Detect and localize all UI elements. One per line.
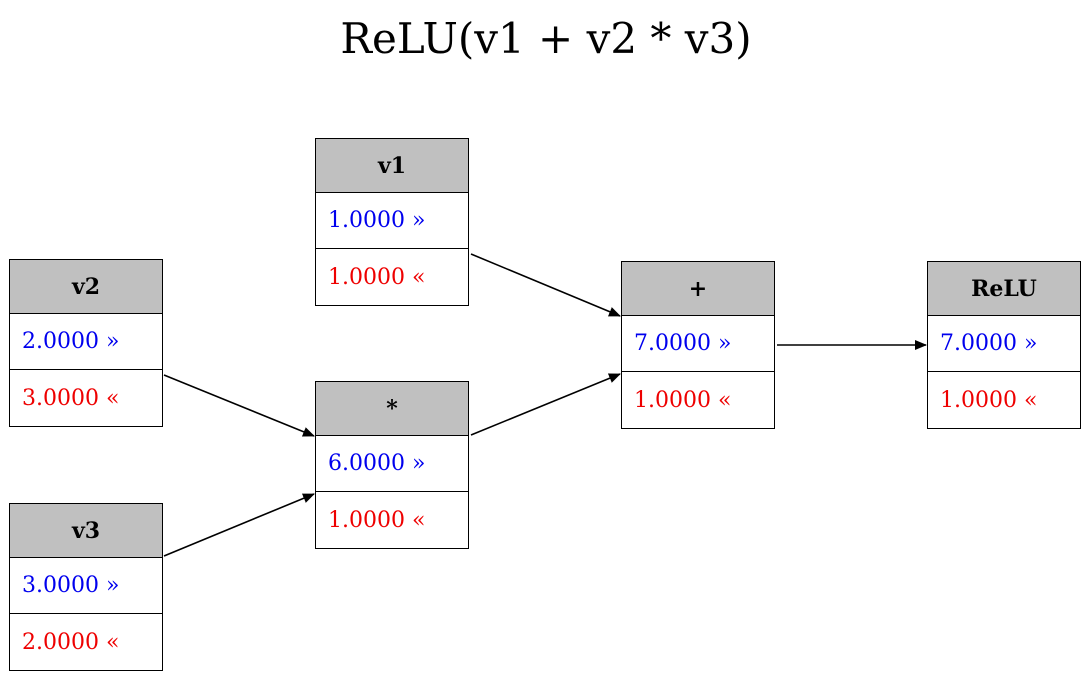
node-v2: v2 2.0000 » 3.0000 « [9, 259, 163, 427]
node-v1: v1 1.0000 » 1.0000 « [315, 138, 469, 306]
forward-value: 1.0000 » [316, 193, 468, 249]
node-mul: * 6.0000 » 1.0000 « [315, 381, 469, 549]
backward-value: 1.0000 « [634, 387, 732, 413]
node-header: v1 [316, 139, 468, 193]
edge-mul-to-add [470, 373, 621, 436]
forward-value: 2.0000 » [10, 314, 162, 370]
backward-value: 1.0000 « [328, 264, 426, 290]
backward-value: 1.0000 « [328, 507, 426, 533]
backward-value: 3.0000 « [22, 385, 120, 411]
forward-value: 6.0000 » [316, 436, 468, 492]
node-header: + [622, 262, 774, 316]
node-relu: ReLU 7.0000 » 1.0000 « [927, 261, 1081, 429]
node-v3: v3 3.0000 » 2.0000 « [9, 503, 163, 671]
node-add: + 7.0000 » 1.0000 « [621, 261, 775, 429]
forward-value: 7.0000 » [622, 316, 774, 372]
node-header: v2 [10, 260, 162, 314]
edge-v2-to-mul [163, 374, 315, 437]
forward-value: 7.0000 » [928, 316, 1080, 372]
node-header: v3 [10, 504, 162, 558]
forward-value: 3.0000 » [10, 558, 162, 614]
backward-value: 1.0000 « [940, 387, 1038, 413]
node-header: ReLU [928, 262, 1080, 316]
edge-v3-to-mul [163, 493, 315, 557]
node-header: * [316, 382, 468, 436]
edge-v1-to-add [470, 253, 621, 317]
backward-value: 2.0000 « [22, 629, 120, 655]
graph-title: ReLU(v1 + v2 * v3) [340, 14, 752, 63]
